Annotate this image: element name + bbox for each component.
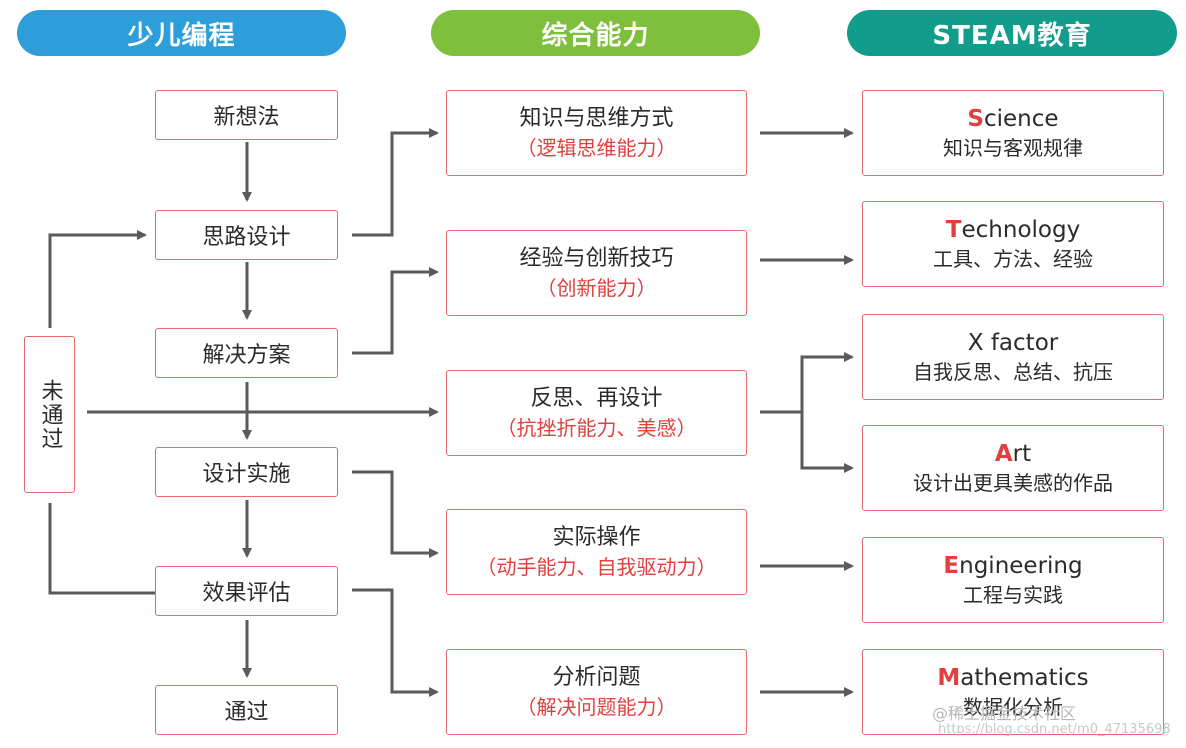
arrow-evaluate-to-fail [48, 503, 155, 595]
ability-subtitle: （解决问题能力） [516, 695, 677, 719]
steam-term-rest: athematics [960, 665, 1089, 691]
steam-description: 知识与客观规律 [943, 136, 1083, 160]
steam-initial: M [937, 665, 961, 691]
arrow-reflect-to-art [760, 410, 854, 473]
arrow-design-to-knowledge [352, 128, 439, 237]
steam-initial: A [994, 441, 1013, 467]
arrow-implement-to-practice [352, 470, 439, 558]
ability-title: 知识与思维方式 [519, 106, 674, 131]
ability-subtitle: （逻辑思维能力） [516, 136, 677, 160]
steam-term-rest: X factor [967, 330, 1059, 356]
steam-term-rest: rt [1012, 441, 1032, 467]
steam-initial: S [967, 106, 984, 132]
steam-initial: T [945, 217, 962, 243]
steam-engineering: Engineering 工程与实践 [862, 537, 1164, 623]
steam-term: Engineering [943, 551, 1082, 581]
watermark-url: https://blog.csdn.net/m0_47135698 [938, 722, 1171, 737]
steam-term: Art [995, 439, 1031, 469]
header-steam-education: STEAM教育 [847, 10, 1177, 56]
ability-experience-innovation: 经验与创新技巧 （创新能力） [446, 230, 747, 316]
steam-term: Mathematics [937, 663, 1088, 693]
steam-description: 自我反思、总结、抗压 [913, 360, 1113, 384]
steam-art: Art 设计出更具美感的作品 [862, 425, 1164, 511]
ability-subtitle: （抗挫折能力、美感） [496, 416, 697, 440]
steam-x-factor: X factor 自我反思、总结、抗压 [862, 314, 1164, 400]
steam-term: Technology [946, 215, 1080, 245]
steam-term-rest: cience [984, 106, 1059, 132]
steam-term-rest: echnology [961, 217, 1081, 243]
ability-problem-analysis: 分析问题 （解决问题能力） [446, 649, 747, 735]
watermark: @稀土掘金技术社区 [932, 704, 1077, 723]
step-solution: 解决方案 [155, 328, 338, 378]
steam-description: 工程与实践 [963, 583, 1063, 607]
steam-description: 数据化分析 [963, 695, 1063, 719]
steam-mathematics: Mathematics 数据化分析 [862, 649, 1164, 735]
ability-subtitle: （创新能力） [536, 276, 657, 300]
steam-description: 设计出更具美感的作品 [913, 471, 1113, 495]
ability-title: 实际操作 [552, 525, 641, 550]
header-kids-programming: 少儿编程 [17, 10, 346, 56]
arrow-fail-to-design [48, 230, 147, 328]
ability-knowledge-thinking: 知识与思维方式 （逻辑思维能力） [446, 90, 747, 176]
ability-title: 经验与创新技巧 [519, 246, 674, 271]
ability-subtitle: （动手能力、自我驱动力） [476, 555, 717, 579]
step-evaluation: 效果评估 [155, 566, 338, 616]
ability-title: 分析问题 [552, 665, 641, 690]
step-not-passed: 未通过 [24, 336, 75, 493]
steam-term: X factor [968, 328, 1058, 358]
step-implementation: 设计实施 [155, 447, 338, 497]
not-passed-label: 未通过 [37, 378, 63, 451]
steam-initial: E [943, 553, 960, 579]
arrow-solution-to-experience [352, 267, 439, 355]
arrow-reflect-to-xfactor [760, 352, 854, 414]
step-design-thinking: 思路设计 [155, 210, 338, 260]
step-passed: 通过 [155, 685, 338, 735]
ability-title: 反思、再设计 [530, 386, 663, 411]
ability-reflection-redesign: 反思、再设计 （抗挫折能力、美感） [446, 370, 747, 456]
steam-description: 工具、方法、经验 [933, 247, 1093, 271]
steam-term: Science [967, 104, 1058, 134]
steam-science: Science 知识与客观规律 [862, 90, 1164, 176]
ability-practice: 实际操作 （动手能力、自我驱动力） [446, 509, 747, 595]
steam-term-rest: ngineering [959, 553, 1083, 579]
step-new-idea: 新想法 [155, 90, 338, 140]
header-comprehensive-ability: 综合能力 [431, 10, 760, 56]
steam-technology: Technology 工具、方法、经验 [862, 201, 1164, 287]
arrow-evaluate-to-analysis [352, 588, 439, 697]
